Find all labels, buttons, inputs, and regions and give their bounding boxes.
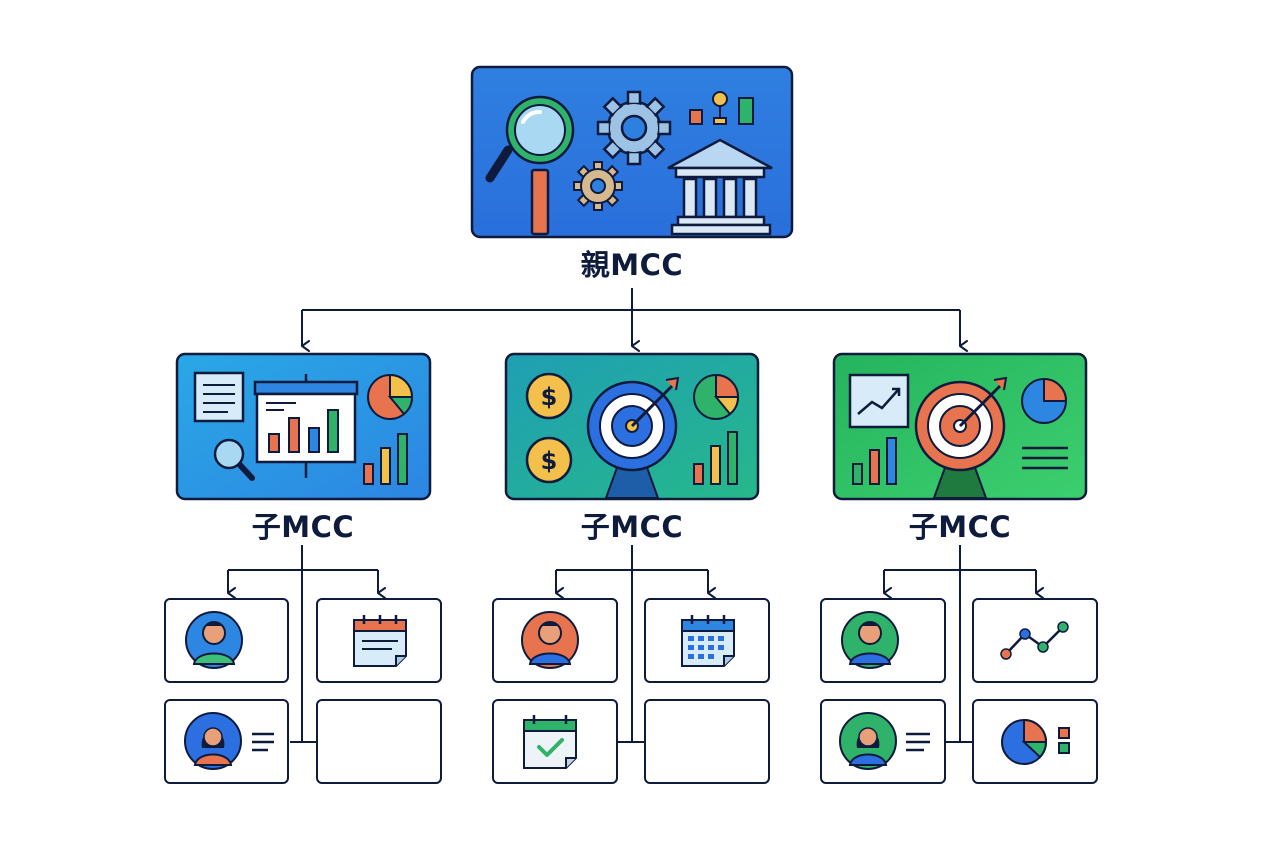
presentation-board-icon [253,374,359,478]
parent-mcc-label: 親MCC [580,248,684,282]
connector-lines [227,288,1044,743]
user-avatar-icon [841,611,899,669]
child-mcc-label-3: 子MCC [908,510,1012,544]
calendar-notes-icon [353,615,407,667]
child-mcc-label-2: 子MCC [580,510,684,544]
account-card [644,598,770,683]
account-card [820,699,946,784]
bar-chart-icon [852,437,897,485]
child-mcc-node-2: $ $ [504,352,760,501]
child-mcc-label-1: 子MCC [251,510,355,544]
text-lines-icon [1022,446,1068,470]
document-icon [193,371,245,423]
account-card [164,699,289,784]
svg-text:$: $ [541,447,558,475]
pie-chart-icon [1021,377,1068,424]
child-mcc-node-1 [175,352,432,501]
calendar-check-icon [523,715,577,769]
line-graph-icon [1000,621,1069,660]
dollar-coin-icon: $ [525,372,573,420]
user-avatar-icon [521,611,579,669]
gear-icon [573,90,672,211]
pie-legend-icon [1001,718,1070,765]
bar-chart-icon [363,433,408,485]
user-avatar-list-icon [839,712,930,770]
target-icon [586,376,680,499]
bank-building-icon [667,138,773,236]
target-icon [914,376,1008,499]
bar-chart-icon [693,431,738,485]
parent-mcc-node [470,65,794,239]
calendar-grid-icon [681,615,735,667]
svg-text:$: $ [541,383,558,411]
account-card [972,699,1098,784]
bar-chart-icon [689,91,754,125]
pie-chart-icon [367,373,414,420]
magnifier-icon [213,438,255,481]
user-avatar-list-icon [184,712,274,770]
account-card [972,598,1098,683]
empty-card [316,699,442,784]
empty-card [644,699,770,784]
dollar-coin-icon: $ [525,436,573,484]
magnifier-icon [485,95,575,236]
user-avatar-icon [185,611,243,669]
account-card [164,598,289,683]
child-mcc-node-3 [832,352,1088,501]
account-card [492,598,618,683]
account-card [820,598,946,683]
account-card [316,598,442,683]
pie-chart-icon [693,373,740,420]
account-card [492,699,618,784]
line-chart-frame-icon [848,373,910,429]
